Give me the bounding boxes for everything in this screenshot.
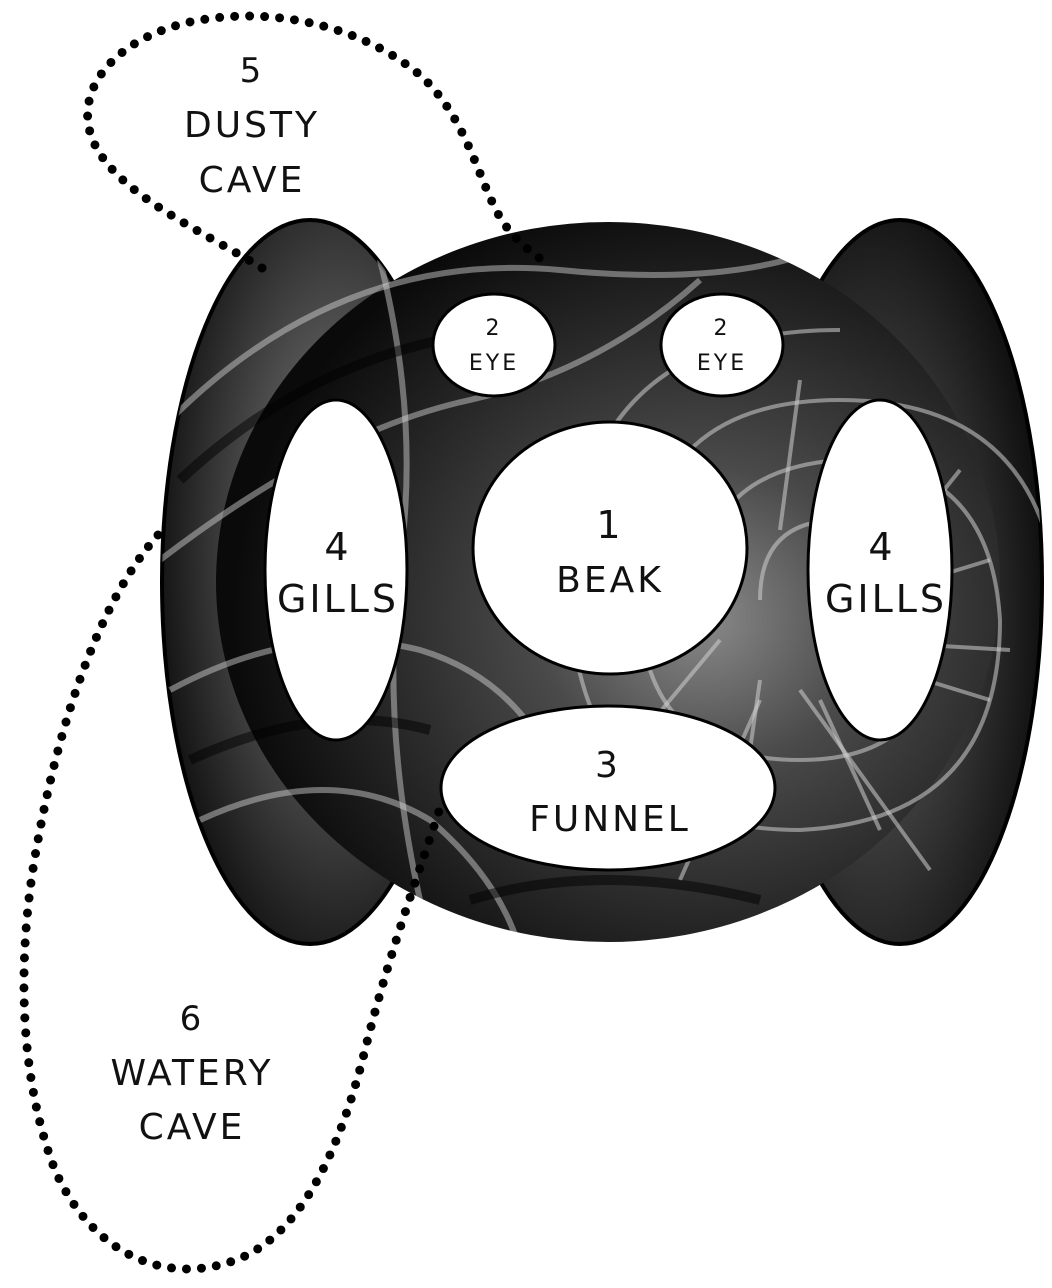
eye-right-label: EYE (697, 351, 747, 376)
gills-left-label: GILLS (277, 577, 399, 621)
dusty-cave-number: 5 (240, 51, 265, 91)
beak-number: 1 (596, 503, 623, 547)
eye-right-number: 2 (714, 316, 731, 341)
funnel-area[interactable] (441, 706, 775, 870)
watery-cave-number: 6 (180, 999, 205, 1039)
watery-cave-label-line2: CAVE (139, 1107, 246, 1148)
watery-cave-label-line1: WATERY (111, 1053, 274, 1094)
eye-left-number: 2 (486, 316, 503, 341)
dusty-cave-label-line2: CAVE (199, 160, 306, 201)
dusty-cave-label-line1: DUSTY (184, 105, 320, 146)
beak-area[interactable] (473, 422, 747, 674)
eye-left-area[interactable] (433, 294, 555, 396)
gills-right-number: 4 (868, 525, 895, 569)
gills-right-area[interactable] (808, 400, 952, 740)
eye-right-area[interactable] (661, 294, 783, 396)
funnel-zone[interactable]: 3 FUNNEL (441, 706, 775, 870)
eye-right-zone[interactable]: 2 EYE (661, 294, 783, 396)
gills-left-number: 4 (324, 525, 351, 569)
eye-left-zone[interactable]: 2 EYE (433, 294, 555, 396)
gills-left-zone[interactable]: 4 GILLS (265, 400, 407, 740)
beak-zone[interactable]: 1 BEAK (473, 422, 747, 674)
funnel-label: FUNNEL (529, 799, 691, 840)
beak-label: BEAK (556, 560, 664, 601)
gills-right-zone[interactable]: 4 GILLS (808, 400, 952, 740)
gills-left-area[interactable] (265, 400, 407, 740)
eye-left-label: EYE (469, 351, 519, 376)
gills-right-label: GILLS (825, 577, 947, 621)
dusty-cave-zone[interactable]: 5 DUSTY CAVE (88, 16, 545, 268)
funnel-number: 3 (595, 745, 621, 786)
